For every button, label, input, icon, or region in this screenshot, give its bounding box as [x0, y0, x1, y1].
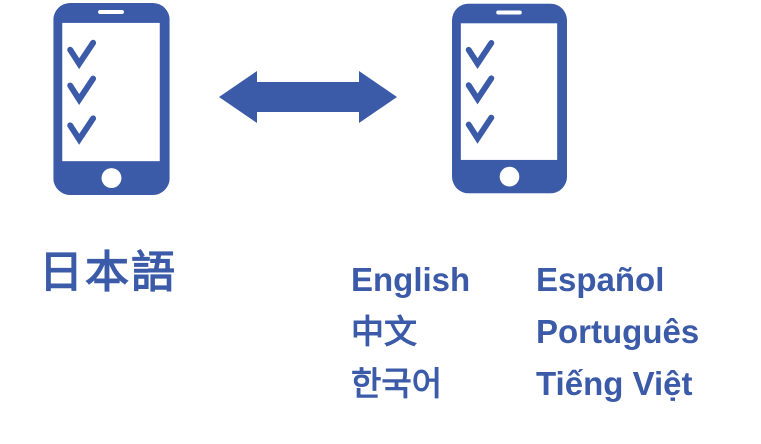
target-language-chinese: 中文: [351, 313, 417, 350]
target-language-korean: 한국어: [351, 365, 443, 402]
source-language-label: 日本語: [39, 248, 177, 297]
target-languages-column-2: Español Português Tiếng Việt: [536, 254, 699, 410]
target-language-spanish: Español: [536, 261, 665, 298]
source-smartphone-checklist-icon: [53, 3, 170, 195]
target-languages-column-1: English 中文 한국어: [351, 254, 470, 410]
target-language-english: English: [351, 261, 471, 298]
target-smartphone-checklist-icon: [452, 2, 567, 195]
double-headed-arrow-icon: [219, 71, 397, 123]
target-language-portuguese: Português: [536, 313, 700, 350]
target-language-vietnamese: Tiếng Việt: [536, 365, 693, 402]
